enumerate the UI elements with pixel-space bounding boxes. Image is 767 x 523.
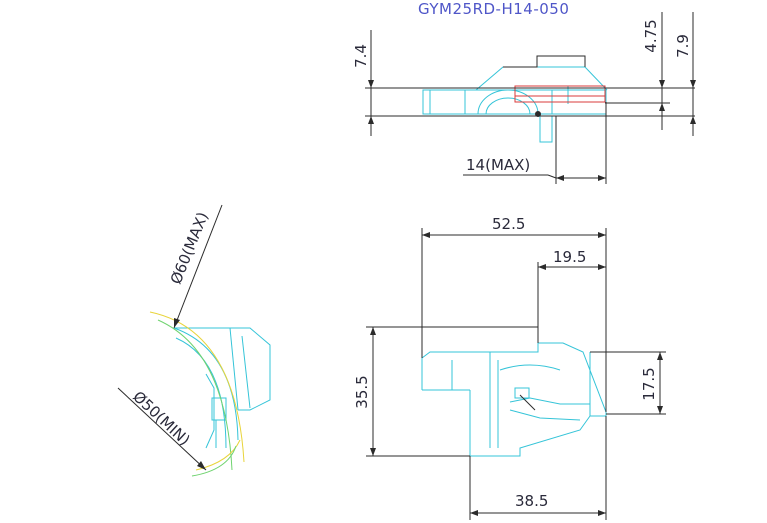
dim-partial-height: 17.5 [590, 351, 666, 415]
dim-partial-width: 19.5 [537, 248, 606, 343]
dim-overall-height: 35.5 [353, 326, 538, 457]
dim-label-partial-height: 17.5 [640, 367, 658, 400]
top-view: 7.4 4.75 7.9 14(MAX) [352, 12, 696, 184]
dim-label-top-right-total: 7.9 [674, 34, 692, 58]
dim-label-bottom-width: 38.5 [515, 492, 548, 510]
front-view-outline [421, 342, 607, 457]
dim-label-inner-diameter: Ø50(MIN) [129, 387, 193, 449]
side-view: Ø60(MAX) Ø50(MIN) [117, 204, 271, 477]
dim-label-top-left-height: 7.4 [352, 44, 370, 68]
dim-label-overall-width: 52.5 [492, 215, 525, 233]
top-view-outline [422, 55, 608, 143]
front-view: 52.5 19.5 35.5 17.5 [353, 215, 666, 520]
dim-inner-diameter: Ø50(MIN) [117, 387, 207, 471]
dim-label-overall-height: 35.5 [353, 375, 371, 408]
dim-bottom-width: 38.5 [469, 416, 607, 520]
dim-label-max-extension: 14(MAX) [466, 156, 530, 174]
dim-label-top-right-height: 4.75 [642, 19, 660, 52]
dim-outer-diameter: Ø60(MAX) [167, 204, 223, 329]
dim-top-left-height: 7.4 [352, 30, 374, 136]
dim-overall-width: 52.5 [421, 215, 607, 412]
drawing-title: GYM25RD-H14-050 [418, 0, 569, 18]
dim-top-right-total: 7.9 [674, 12, 696, 136]
dim-max-extension: 14(MAX) [463, 102, 607, 184]
side-view-outline [149, 311, 271, 477]
dim-label-partial-width: 19.5 [553, 248, 586, 266]
dim-top-right-height: 4.75 [642, 12, 665, 130]
